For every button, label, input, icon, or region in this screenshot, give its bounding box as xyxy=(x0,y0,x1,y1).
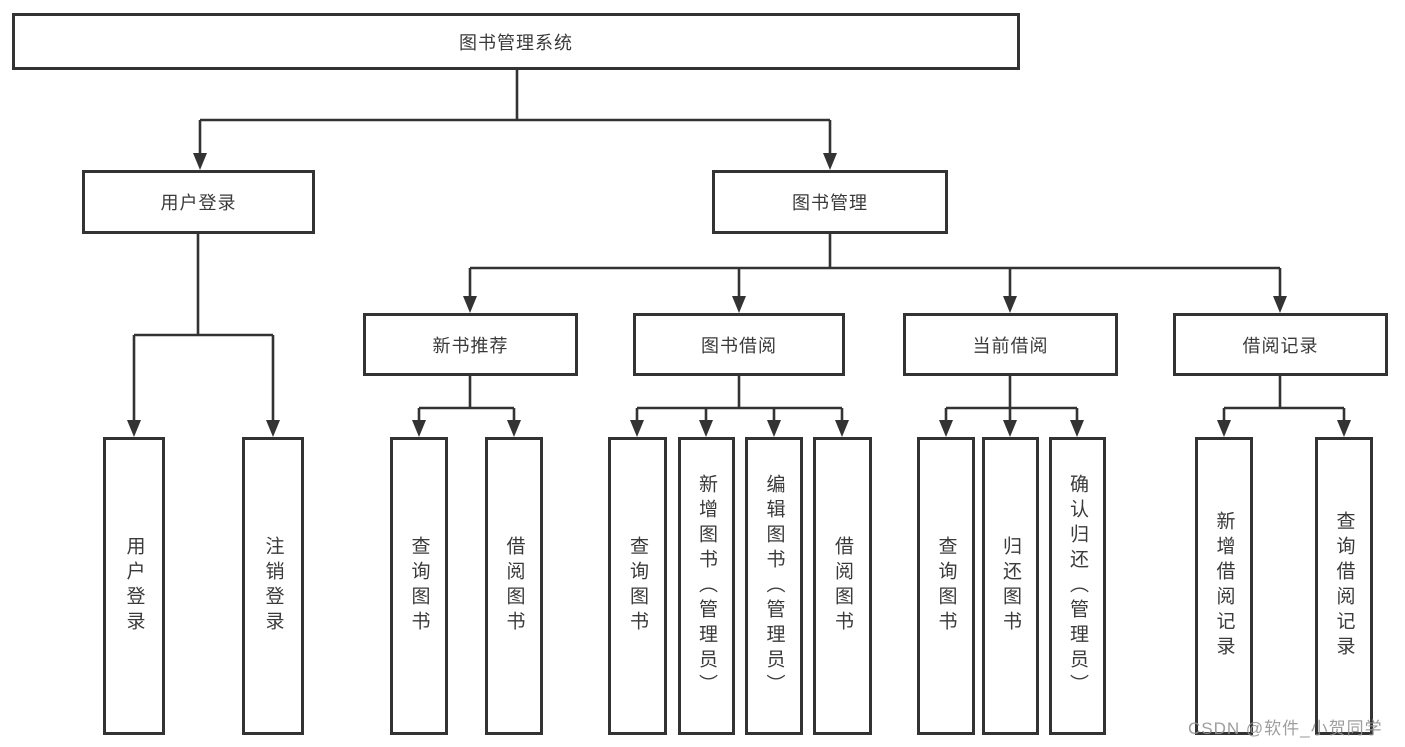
node-user-login: 用户登录 xyxy=(82,170,315,234)
leaf-query-books-current: 查询图书 xyxy=(917,437,975,735)
leaf-add-books-admin: 新增图书（管理员） xyxy=(678,437,735,735)
leaf-borrow-books: 借阅图书 xyxy=(813,437,872,735)
leaf-query-books-borrow: 查询图书 xyxy=(608,437,667,735)
leaf-borrow-books-recommend: 借阅图书 xyxy=(485,437,543,735)
node-borrow-records: 借阅记录 xyxy=(1173,313,1388,376)
leaf-query-borrow-record: 查询借阅记录 xyxy=(1315,437,1373,735)
leaf-return-books: 归还图书 xyxy=(982,437,1039,735)
arrowheads xyxy=(127,153,1351,437)
node-root-system: 图书管理系统 xyxy=(12,13,1020,70)
node-new-book-recommend: 新书推荐 xyxy=(363,313,578,376)
csdn-watermark: CSDN @软件_小贺同学 xyxy=(1188,719,1383,738)
leaf-edit-books-admin: 编辑图书（管理员） xyxy=(745,437,803,735)
leaf-confirm-return-admin: 确认归还（管理员） xyxy=(1049,437,1106,735)
leaf-user-login: 用户登录 xyxy=(103,437,165,735)
leaf-query-books-recommend: 查询图书 xyxy=(390,437,448,735)
leaf-logout: 注销登录 xyxy=(242,437,304,735)
leaf-add-borrow-record: 新增借阅记录 xyxy=(1195,437,1253,735)
node-current-borrow: 当前借阅 xyxy=(903,313,1118,376)
node-book-management: 图书管理 xyxy=(712,170,948,234)
node-book-borrow: 图书借阅 xyxy=(633,313,845,376)
